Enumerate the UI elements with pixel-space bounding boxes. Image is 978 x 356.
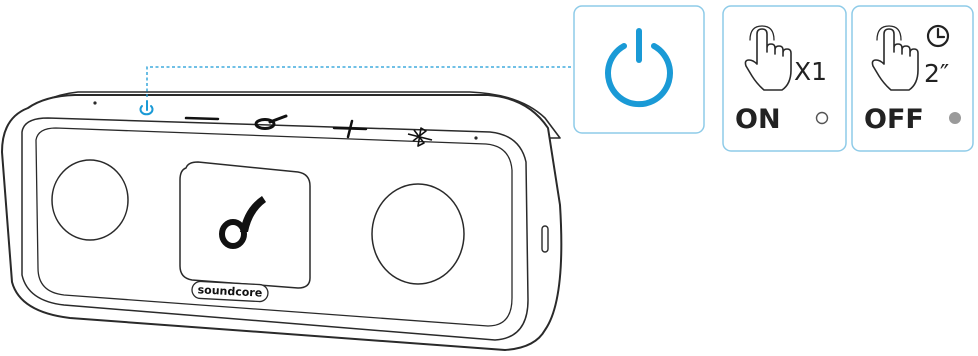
speaker-grille [35, 127, 513, 327]
clock-icon [926, 24, 950, 48]
hand-press-icon [744, 25, 792, 91]
hold-duration: 2″ [924, 59, 949, 88]
speaker-play-pause-button[interactable] [254, 114, 288, 130]
brand-logo-text: soundcore [197, 283, 262, 299]
speaker-front-bezel [21, 117, 529, 341]
volume-down-icon [184, 116, 220, 121]
brand-badge: soundcore [191, 280, 269, 303]
top-dot-left [93, 101, 97, 105]
speaker-volume-down-button[interactable] [184, 116, 220, 121]
side-port [541, 225, 549, 253]
callout-dashed-line [146, 66, 574, 97]
power-button-callout-panel [573, 5, 705, 134]
speaker-volume-up-button[interactable] [332, 119, 368, 139]
center-logo-plate [179, 161, 311, 289]
speaker-body [1, 94, 563, 351]
hollow-circle-icon [815, 111, 829, 125]
volume-up-icon [332, 119, 368, 139]
hand-press-icon [871, 25, 919, 91]
on-label: ON [735, 104, 781, 135]
left-driver [51, 159, 129, 241]
speaker-bluetooth-button[interactable] [407, 127, 433, 147]
soundcore-d-logo-icon [219, 196, 266, 249]
power-off-panel: 2″ OFF [851, 5, 974, 152]
play-pause-icon [254, 114, 288, 130]
top-dot-right [474, 136, 478, 140]
power-on-panel: X1 ON [722, 5, 847, 152]
press-count: X1 [794, 57, 827, 86]
bluetooth-icon [407, 127, 433, 147]
speaker-power-button[interactable] [139, 100, 154, 116]
speaker: soundcore [1, 91, 563, 351]
filled-circle-icon [949, 112, 961, 124]
speaker-power-button-icon [139, 105, 154, 116]
right-driver [371, 183, 465, 285]
off-label: OFF [864, 104, 924, 135]
power-icon [605, 28, 673, 108]
